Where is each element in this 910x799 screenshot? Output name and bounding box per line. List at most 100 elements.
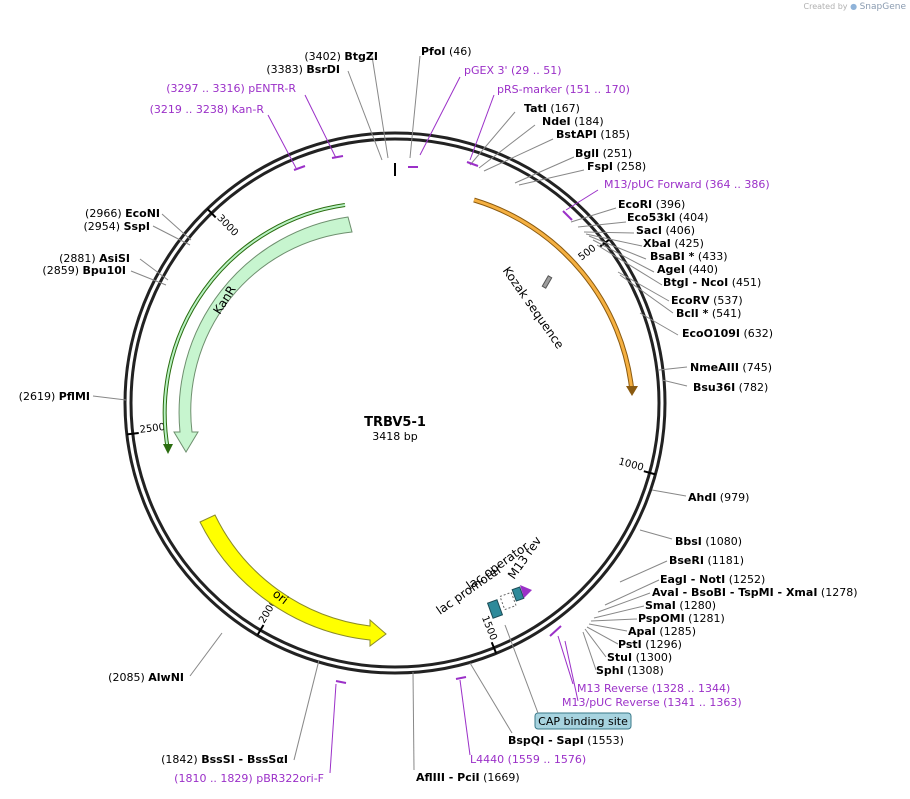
enzyme-position: (1553): [584, 734, 624, 747]
primer-label-0: pGEX 3' (29 .. 51): [464, 64, 562, 77]
primer-range: (3297 .. 3316): [166, 82, 248, 95]
enzyme-name: PfoI: [421, 45, 446, 58]
enzyme-position: (1300): [632, 651, 672, 664]
enzyme-position: (541): [708, 307, 741, 320]
ori-feature-arrow: [199, 514, 387, 647]
enzyme-label-right-13: EcoRV (537): [671, 294, 743, 307]
enzyme-position: (2619): [19, 390, 59, 403]
enzyme-position: (3402): [304, 50, 344, 63]
enzyme-position: (2085): [108, 671, 148, 684]
enzyme-position: (1285): [656, 625, 696, 638]
enzyme-name: AflIII - PciI: [416, 771, 480, 784]
primer-name: pENTR-R: [248, 82, 296, 95]
enzyme-label-right-5: FspI (258): [587, 160, 646, 173]
enzyme-name: BclI *: [676, 307, 709, 320]
primer-range: (364 .. 386): [702, 178, 770, 191]
enzyme-label-right-17: Bsu36I (782): [693, 381, 768, 394]
enzyme-label-right-19: BbsI (1080): [675, 535, 742, 548]
enzyme-position: (2966): [85, 207, 125, 220]
primer-name: M13/pUC Reverse: [562, 696, 660, 709]
enzyme-label-left-1: (3383) BsrDI: [266, 63, 340, 76]
enzyme-label-right-15: EcoO109I (632): [682, 327, 773, 340]
enzyme-label-right-24: PspOMI (1281): [638, 612, 725, 625]
enzyme-label-left-2: (2966) EcoNI: [85, 207, 160, 220]
enzyme-name: BtgZI: [344, 50, 378, 63]
enzyme-name: BssSI - BssSαI: [201, 753, 288, 766]
primer-label-7: (3297 .. 3316) pENTR-R: [166, 82, 296, 95]
kanr-outer-arc-fill: [163, 204, 346, 451]
enzyme-name: BbsI: [675, 535, 702, 548]
enzyme-position: (979): [716, 491, 749, 504]
enzyme-label-left-5: (2859) Bpu10I: [42, 264, 126, 277]
enzyme-label-right-27: StuI (1300): [607, 651, 672, 664]
enzyme-name: Bpu10I: [83, 264, 127, 277]
enzyme-name: XbaI: [643, 237, 671, 250]
primer-range: (1328 .. 1344): [648, 682, 730, 695]
enzyme-label-right-8: SacI (406): [636, 224, 695, 237]
orf-arc-fill: [473, 198, 634, 393]
enzyme-label-right-28: SphI (1308): [596, 664, 664, 677]
enzyme-label-right-14: BclI * (541): [676, 307, 741, 320]
primer-range: (1559 .. 1576): [504, 753, 586, 766]
enzyme-position: (46): [446, 45, 472, 58]
enzyme-position: (1280): [676, 599, 716, 612]
enzyme-label-left-7: (2085) AlwNI: [108, 671, 184, 684]
enzyme-position: (1080): [702, 535, 742, 548]
enzyme-position: (251): [599, 147, 632, 160]
enzyme-name: EcoRV: [671, 294, 710, 307]
enzyme-label-right-12: BtgI - NcoI (451): [663, 276, 761, 289]
orf-arc: [473, 197, 635, 393]
scale-tick-label: 3000: [214, 213, 240, 239]
enzyme-label-right-10: BsaBI * (433): [650, 250, 728, 263]
enzyme-name: EagI - NotI: [660, 573, 725, 586]
enzyme-position: (782): [735, 381, 768, 394]
enzyme-label-right-2: NdeI (184): [542, 115, 604, 128]
enzyme-name: Bsu36I: [693, 381, 735, 394]
enzyme-position: (1252): [725, 573, 765, 586]
plasmid-name: TRBV5-1: [364, 415, 426, 430]
scale-tick-label: 1000: [617, 456, 644, 473]
primer-label-3: M13 Reverse (1328 .. 1344): [577, 682, 730, 695]
enzyme-name: ApaI: [628, 625, 656, 638]
kanr-outer-arrowhead: [163, 444, 173, 454]
credit-prefix: Created by: [803, 2, 848, 11]
scale-tick: [206, 208, 217, 219]
enzyme-label-right-30: AflIII - PciI (1669): [416, 771, 520, 784]
primer-label-1: pRS-marker (151 .. 170): [497, 83, 630, 96]
primer-labels: pGEX 3' (29 .. 51) pRS-marker (151 .. 170…: [150, 64, 770, 785]
primer-range: (151 .. 170): [562, 83, 630, 96]
enzyme-name: SacI: [636, 224, 662, 237]
enzyme-position: (2881): [59, 252, 99, 265]
backbone-outer-circle: [123, 131, 667, 675]
enzyme-label-right-3: BstAPI (185): [556, 128, 630, 141]
orf-arrowhead: [626, 386, 638, 396]
enzyme-name: PflMI: [59, 390, 90, 403]
primer-range: (29 .. 51): [508, 64, 562, 77]
primer-label-6: (1810 .. 1829) pBR322ori-F: [174, 772, 324, 785]
snapgene-credit: Created by ● SnapGene: [804, 2, 907, 12]
enzyme-name: BseRI: [669, 554, 704, 567]
enzyme-name: NmeAIII: [690, 361, 739, 374]
enzyme-name: FspI: [587, 160, 613, 173]
enzyme-name: AgeI: [657, 263, 685, 276]
cap-leader: [504, 624, 539, 714]
enzyme-position: (745): [739, 361, 772, 374]
enzyme-name: BsaBI *: [650, 250, 695, 263]
enzyme-name: EcoNI: [125, 207, 160, 220]
enzyme-label-right-23: SmaI (1280): [645, 599, 716, 612]
enzyme-label-right-21: EagI - NotI (1252): [660, 573, 765, 586]
enzyme-name: AlwNI: [148, 671, 184, 684]
lac-operator-box: [499, 591, 517, 611]
enzyme-position: (406): [662, 224, 695, 237]
enzyme-name: EcoRI: [618, 198, 652, 211]
enzyme-name: SmaI: [645, 599, 676, 612]
enzyme-name: AvaI - BsoBI - TspMI - XmaI: [652, 586, 817, 599]
primer-name: pBR322ori-F: [256, 772, 324, 785]
cap-site-box: [511, 586, 525, 602]
enzyme-name: BglI: [575, 147, 599, 160]
enzyme-name: BtgI - NcoI: [663, 276, 728, 289]
enzyme-name: TatI: [524, 102, 547, 115]
primer-label-5: L4440 (1559 .. 1576): [470, 753, 586, 766]
